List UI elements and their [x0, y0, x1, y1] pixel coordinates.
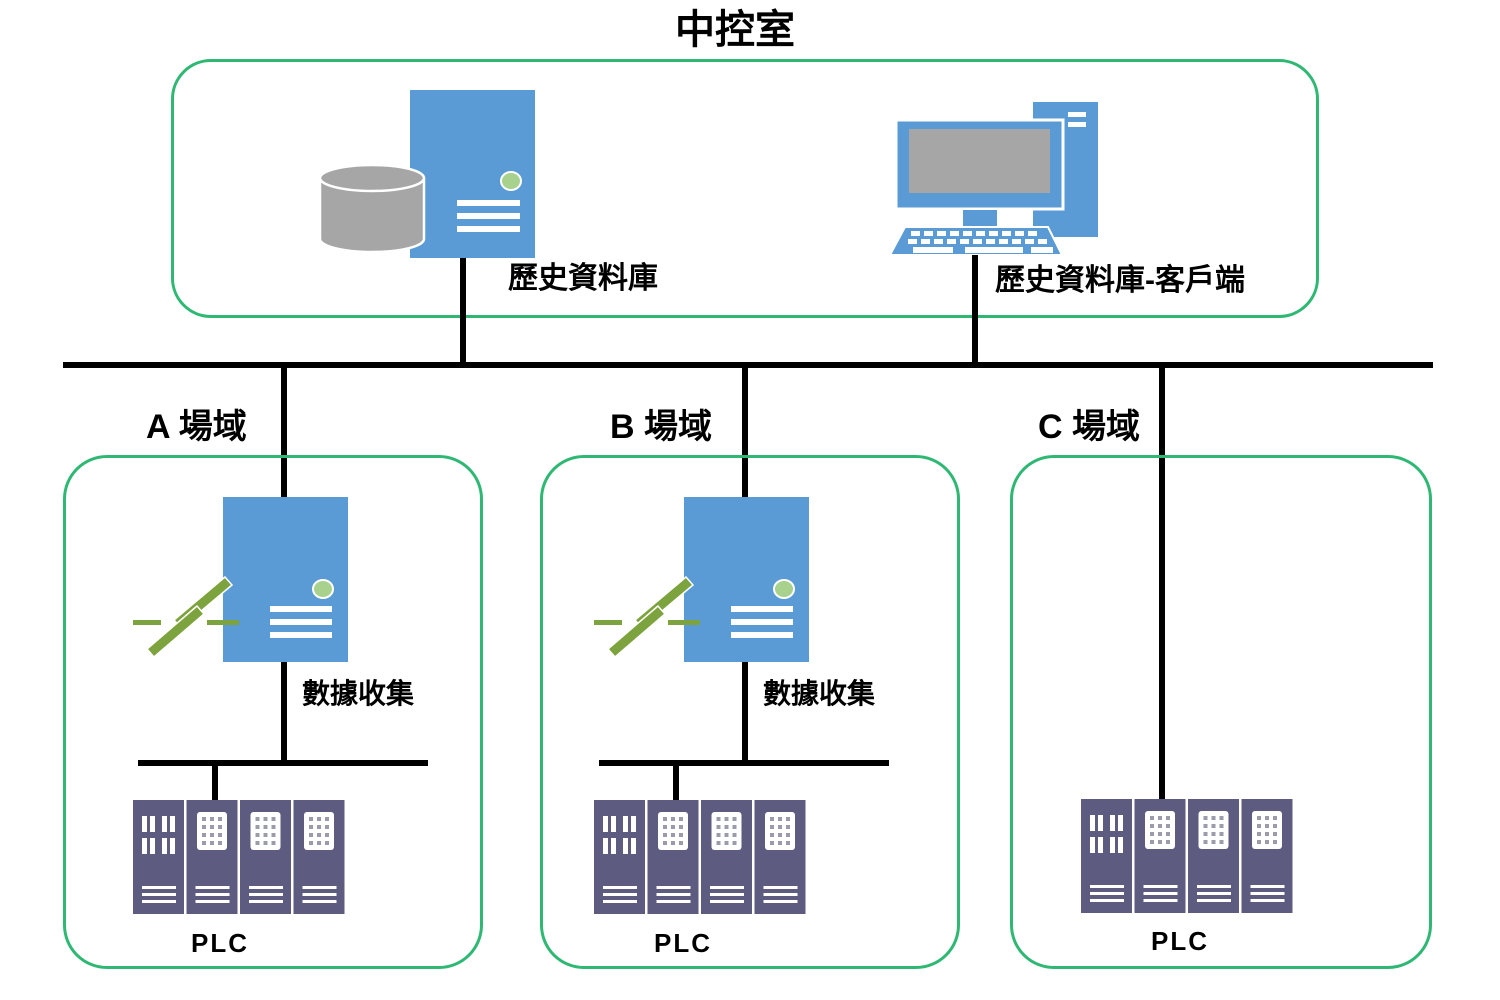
plc-label: PLC [191, 928, 249, 958]
plc-rack-icon [594, 800, 806, 914]
control-room-title: 中控室 [675, 8, 795, 52]
server-icon [410, 90, 535, 258]
collector-server-icon [684, 497, 809, 662]
collector-server-icon [223, 497, 348, 662]
client-to-bus-connector [972, 255, 978, 368]
historian-label: 歷史資料庫 [508, 262, 658, 295]
plc-label: PLC [1151, 926, 1209, 956]
database-icon [318, 163, 426, 254]
plc-label: PLC [654, 928, 712, 958]
bus-to-zone-a-connector [281, 365, 287, 499]
bus-to-zone-c-connector [1159, 365, 1165, 801]
collector-label: 數據收集 [302, 678, 415, 709]
zone-a-box [63, 455, 483, 969]
historian-to-bus-connector [460, 258, 466, 368]
zone-c-box [1010, 455, 1432, 969]
plc-rack-icon [133, 800, 345, 914]
collector-to-subbus-connector [742, 662, 748, 763]
subbus-to-plc-connector [673, 763, 679, 801]
zone-a-subbus-line [138, 760, 428, 766]
collector-label: 數據收集 [763, 678, 876, 709]
plc-rack-icon [1081, 799, 1293, 913]
zone-c-label: C 場域 [1038, 408, 1140, 446]
zone-b-subbus-line [599, 760, 889, 766]
lightning-bolt-icon [594, 575, 700, 659]
desktop-computer-icon [888, 102, 1098, 256]
subbus-to-plc-connector [212, 763, 218, 801]
client-label: 歷史資料庫-客戶端 [995, 264, 1245, 297]
control-room-box [171, 59, 1319, 318]
zone-a-label: A 場域 [146, 408, 247, 446]
bus-to-zone-b-connector [742, 365, 748, 499]
zone-b-box [540, 455, 960, 969]
network-bus-line [63, 362, 1433, 368]
lightning-bolt-icon [133, 575, 239, 659]
zone-b-label: B 場域 [610, 408, 712, 446]
collector-to-subbus-connector [281, 662, 287, 763]
